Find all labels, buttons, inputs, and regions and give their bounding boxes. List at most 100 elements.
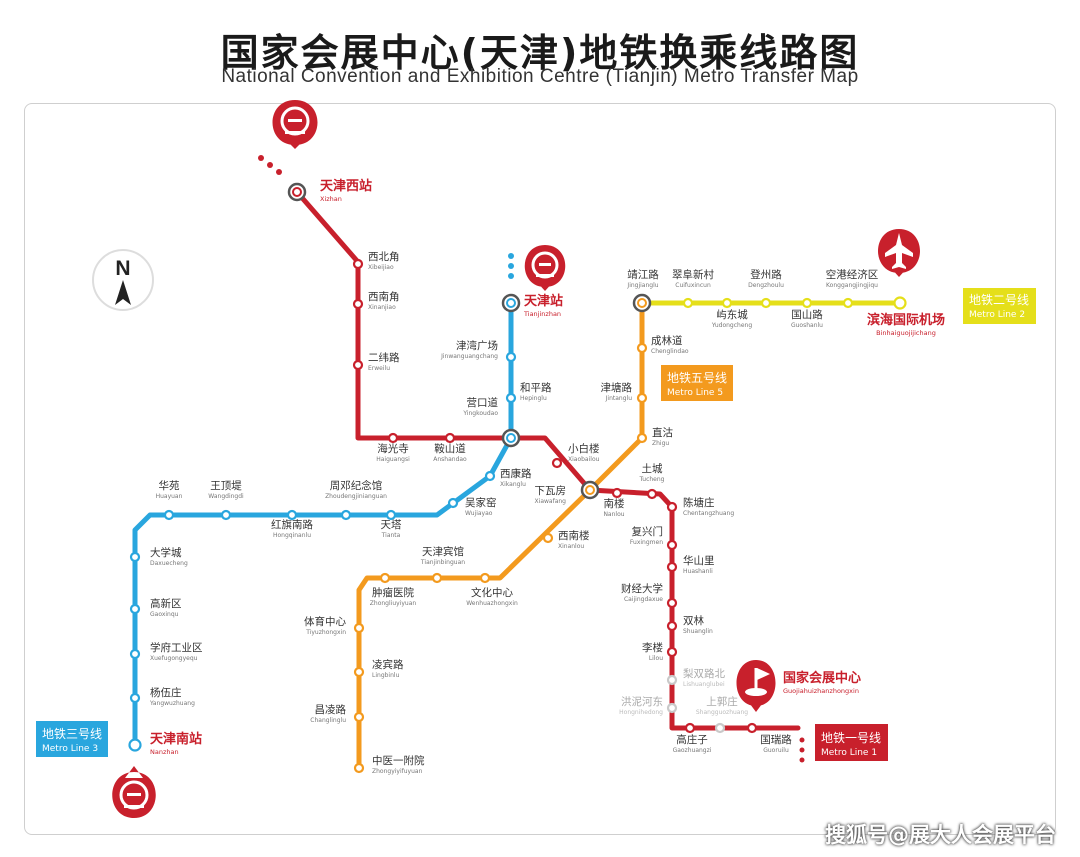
station-name: 天津站	[524, 293, 563, 309]
station-name: 杨伍庄	[150, 686, 182, 699]
station-marker	[636, 432, 648, 444]
station-name-en: Lingbinlu	[372, 672, 400, 679]
station-marker	[666, 561, 678, 573]
station-name-en: Hepinglu	[520, 395, 547, 402]
station-name-en: Wenhuazhongxin	[466, 600, 518, 607]
map-frame	[24, 103, 1056, 835]
station-marker	[721, 297, 733, 309]
station-marker	[801, 297, 813, 309]
station-name-en: Wujiayao	[465, 510, 493, 517]
line-3-label-en: Metro Line 3	[42, 744, 98, 754]
station-name: 双林	[683, 614, 704, 627]
station-name: 肿瘤医院	[372, 586, 414, 599]
metro-line-5	[356, 300, 645, 771]
station-marker	[636, 392, 648, 404]
station-name: 洪泥河东	[621, 695, 663, 708]
railway-station-icon	[272, 100, 318, 149]
station-marker	[129, 648, 141, 660]
line-3-label: 地铁三号线 Metro Line 3	[36, 721, 108, 757]
station-name: 小白楼	[568, 442, 600, 455]
station-name-en: Jintanglu	[605, 395, 633, 402]
station-name: 天津南站	[150, 731, 202, 747]
station-name-en: Konggangjingjiqu	[826, 282, 878, 289]
station-name: 华苑	[159, 479, 180, 492]
interchange-inner-ring	[292, 187, 302, 197]
station-marker	[163, 509, 175, 521]
station-name: 昌凌路	[315, 703, 347, 716]
station-name: 天津西站	[320, 178, 372, 194]
station-name: 海光寺	[377, 442, 409, 455]
station-name: 屿东城	[716, 308, 748, 321]
station-marker	[666, 597, 678, 609]
station-name: 西南角	[368, 290, 400, 303]
metro-line-3	[132, 300, 514, 748]
station-marker	[666, 501, 678, 513]
station-name-en: Hongqinanlu	[273, 532, 311, 539]
station-marker	[760, 297, 772, 309]
station-name-en: Guoshanlu	[791, 322, 823, 329]
station-name: 翠阜新村	[672, 268, 714, 281]
station-name-en: Binhaiguojijichang	[876, 329, 936, 337]
station-marker	[352, 258, 364, 270]
station-name-en: Xiawafang	[535, 498, 567, 505]
station-marker	[684, 722, 696, 734]
line-5-label-cn: 地铁五号线	[667, 371, 727, 385]
